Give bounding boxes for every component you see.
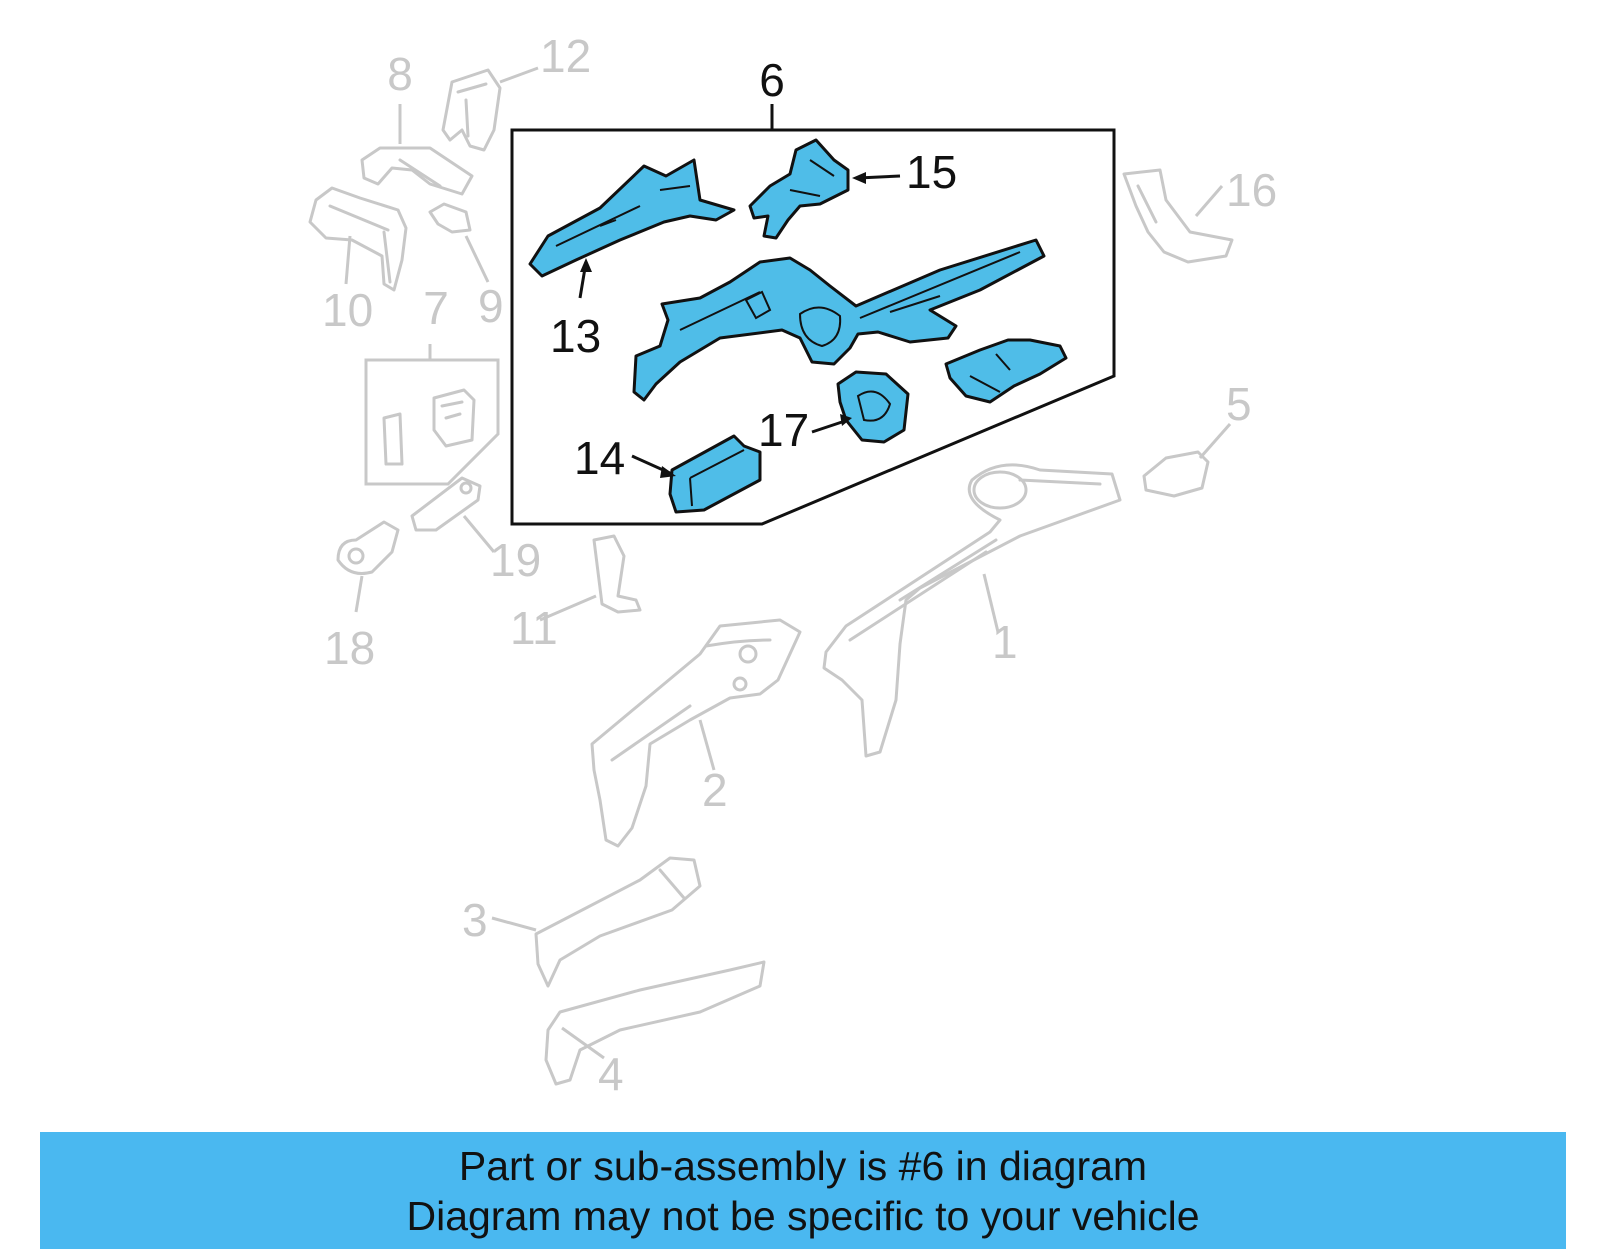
callout-9: 9 [478, 280, 504, 332]
callout-11: 11 [510, 602, 558, 654]
callout-8: 8 [387, 48, 413, 100]
faded-leaders [344, 66, 1232, 1060]
part-12-bracket [441, 68, 502, 152]
callout-17: 17 [758, 404, 809, 456]
info-banner: Part or sub-assembly is #6 in diagram Di… [40, 1132, 1566, 1249]
callout-13: 13 [550, 310, 601, 362]
part-1-rail [822, 463, 1122, 758]
banner-line-1: Part or sub-assembly is #6 in diagram [458, 1142, 1148, 1189]
part-6-group-box [510, 104, 1116, 526]
callout-3: 3 [462, 894, 488, 946]
callout-16: 16 [1226, 164, 1277, 216]
part-5-bracket [1142, 450, 1210, 498]
part-11-bracket [592, 534, 642, 614]
part-19-bracket [410, 476, 482, 532]
part-4-panel [544, 960, 766, 1086]
callout-14: 14 [574, 432, 625, 484]
part-7-group [364, 344, 500, 486]
part-17-bracket [836, 370, 910, 444]
part-8-bracket [360, 146, 474, 196]
callout-6: 6 [759, 54, 785, 106]
callout-18: 18 [324, 622, 375, 674]
part-14-bracket [668, 434, 762, 514]
callout-10: 10 [322, 284, 373, 336]
part-16-bracket [1122, 168, 1234, 264]
part-9-bracket [428, 202, 472, 234]
part-15-bracket [748, 138, 850, 240]
part-18-bracket [336, 520, 400, 575]
callout-1: 1 [992, 616, 1018, 668]
callout-19: 19 [490, 534, 541, 586]
part-10-bracket [308, 186, 408, 292]
callout-5: 5 [1226, 378, 1252, 430]
banner-line-2: Diagram may not be specific to your vehi… [406, 1192, 1200, 1239]
callout-4: 4 [598, 1048, 624, 1100]
part-13-rail [528, 158, 736, 278]
part-3-panel [534, 856, 702, 988]
part-6-right-bracket [944, 338, 1068, 404]
part-6-center-rail [632, 238, 1046, 402]
callout-15: 15 [906, 146, 957, 198]
callout-12: 12 [540, 30, 591, 82]
callout-2: 2 [702, 764, 728, 816]
callout-7: 7 [423, 282, 449, 334]
part-2-rail [590, 618, 802, 848]
active-leaders [578, 172, 901, 478]
